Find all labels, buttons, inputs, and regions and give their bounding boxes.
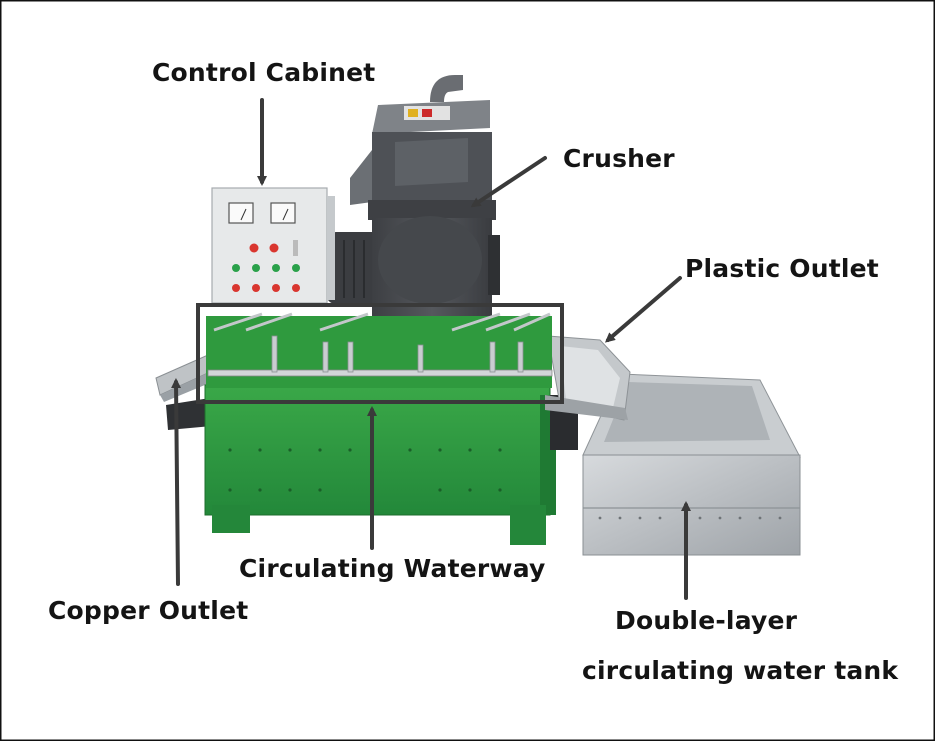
label-crusher: Crusher (563, 144, 675, 173)
waterway-highlight-box (196, 303, 564, 404)
label-water-tank-line1: Double-layer (615, 606, 798, 635)
label-copper-outlet: Copper Outlet (48, 596, 249, 625)
circulating-waterway (206, 312, 553, 388)
green-machine-base (204, 384, 578, 545)
label-water-tank-line2: circulating water tank (582, 656, 899, 685)
control-cabinet (211, 187, 335, 304)
water-tank (582, 373, 801, 556)
crusher (350, 75, 500, 316)
label-plastic-outlet: Plastic Outlet (685, 254, 879, 283)
copper-outlet-chute (155, 354, 212, 430)
label-circulating-waterway: Circulating Waterway (239, 554, 546, 583)
arrow-plastic-outlet (604, 276, 682, 343)
plastic-outlet-chute (545, 335, 631, 421)
arrow-copper-outlet (171, 378, 182, 586)
arrow-crusher (470, 156, 547, 208)
label-control-cabinet: Control Cabinet (152, 58, 376, 87)
